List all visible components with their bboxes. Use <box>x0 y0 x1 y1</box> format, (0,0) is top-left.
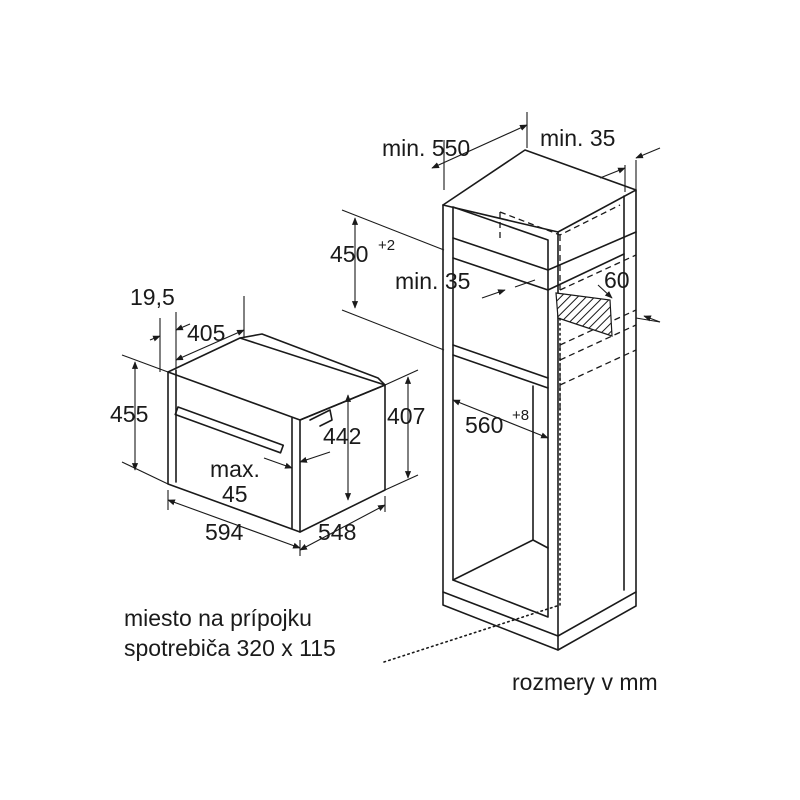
label-407: 407 <box>387 403 425 429</box>
label-min-35-mid: min. 35 <box>395 268 470 294</box>
label-450-tolerance: +2 <box>378 237 395 254</box>
label-560-tolerance: +8 <box>512 407 529 424</box>
label-60: 60 <box>604 267 630 293</box>
label-560: 560 <box>465 412 503 438</box>
label-594: 594 <box>205 519 244 545</box>
label-455: 455 <box>110 401 148 427</box>
label-min-35-top: min. 35 <box>540 125 615 151</box>
label-45: 45 <box>222 481 248 507</box>
tall-cabinet <box>442 149 637 651</box>
label-548: 548 <box>318 519 356 545</box>
dimension-lines <box>121 112 661 663</box>
label-max: max. <box>210 456 260 482</box>
label-450: 450 <box>330 241 368 267</box>
units-note: rozmery v mm <box>512 669 658 695</box>
label-405: 405 <box>187 320 225 346</box>
connection-note-line1: miesto na prípojku <box>124 605 312 631</box>
label-min-550: min. 550 <box>382 135 470 161</box>
label-442: 442 <box>323 423 361 449</box>
connection-note-line2: spotrebiča 320 x 115 <box>124 635 336 661</box>
dimension-labels: min. 550 min. 35 450 +2 min. 35 60 19,5 … <box>110 125 658 695</box>
label-19-5: 19,5 <box>130 284 175 310</box>
